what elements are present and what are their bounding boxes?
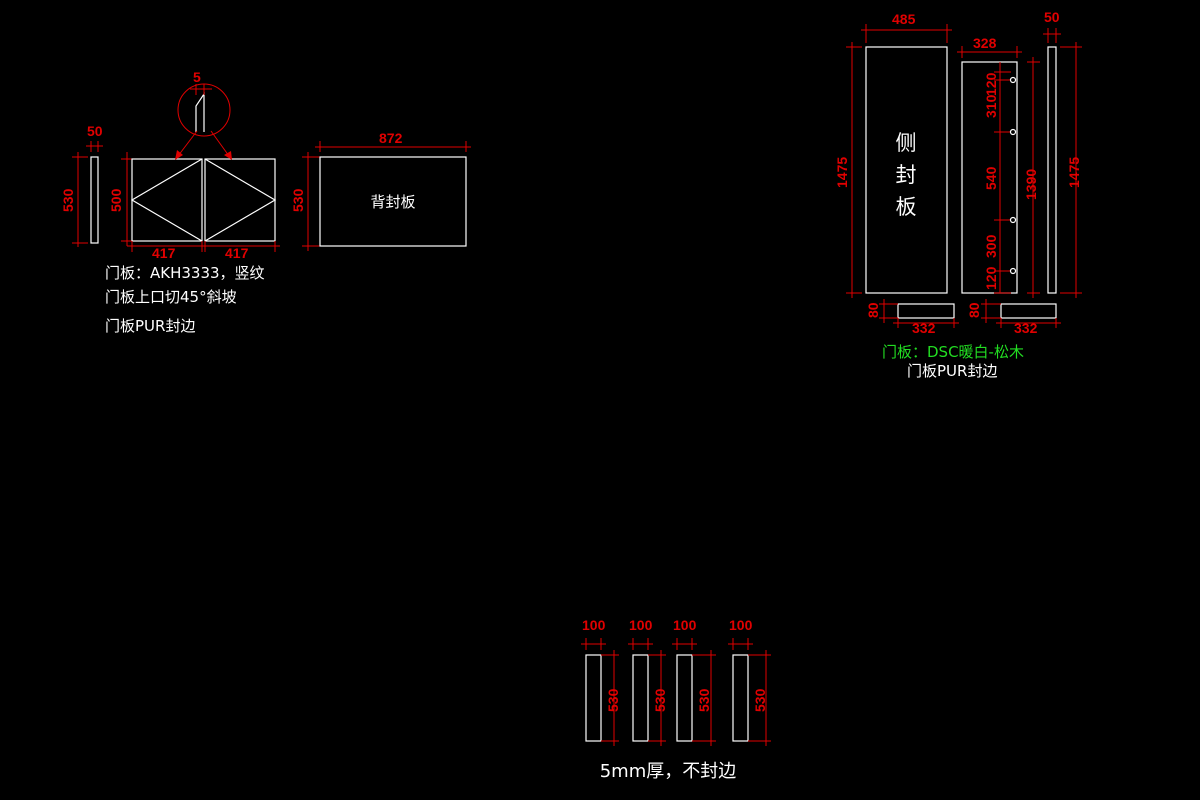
hinge-hole [1009,128,1017,136]
side-panel [865,46,948,294]
side-strip-left [90,156,99,244]
strip-3 [676,654,693,742]
dim-485: 485 [892,11,916,27]
dim-540: 540 [983,166,999,190]
bevel-profile [195,92,205,132]
dim-1475-right: 1475 [1066,157,1082,188]
dim-530-back: 530 [290,188,306,212]
strip-3-height: 530 [696,688,712,712]
dim-872: 872 [379,130,403,146]
bottom-group: 100 530 100 530 100 530 100 530 [581,617,771,782]
dim-1390: 1390 [1023,169,1039,200]
side-panel-label-1: 侧 [896,131,917,155]
thin-side-strip [1047,46,1057,294]
dim-500: 500 [108,188,124,212]
side-panel-label-3: 板 [896,195,917,219]
bottom-strip-2 [1000,303,1057,319]
dim-50-right: 50 [1044,9,1060,25]
dim-310: 310 [983,94,999,118]
strip-1-height: 530 [605,688,621,712]
dim-80-b: 80 [966,302,982,318]
strip-2-height: 530 [652,688,668,712]
strip-4 [732,654,749,742]
dim-80-a: 80 [865,302,881,318]
middle-panel [961,61,1018,294]
dim-417-a: 417 [152,245,176,261]
dim-50-left: 50 [87,123,103,139]
dim-417-b: 417 [225,245,249,261]
note-door-material-right: 门板：DSC暖白-松木 [882,343,1024,361]
dim-332-a: 332 [912,320,936,336]
dim-332-b: 332 [1014,320,1038,336]
door-panel-1 [131,158,203,242]
bottom-strip-1 [897,303,955,319]
hinge-hole [1009,216,1017,224]
note-edge-banding: 门板PUR封边 [105,317,195,335]
door-panel-1-opening [130,158,203,242]
door-panel-2 [204,158,276,242]
hinge-hole [1009,267,1017,275]
dim-5: 5 [193,69,201,85]
back-panel-label: 背封板 [370,193,415,211]
strip-2 [632,654,649,742]
dim-300: 300 [983,234,999,258]
hinge-hole [1009,76,1017,84]
right-group: 侧 封 板 485 1475 328 120 310 540 300 [834,9,1082,380]
left-group: 50 530 500 417 417 5 [60,69,471,335]
side-panel-label-2: 封 [896,163,917,187]
strip-3-width: 100 [673,617,697,633]
dim-120-bottom: 120 [983,266,999,290]
note-door-material: 门板：AKH3333，竖纹 [105,264,265,282]
note-edge-banding-right: 门板PUR封边 [907,362,997,380]
leader-arrow-2 [210,130,230,157]
dim-120-top: 120 [983,72,999,96]
dim-328: 328 [973,35,997,51]
strip-note: 5mm厚，不封边 [600,761,737,782]
leader-arrow-1 [177,130,198,157]
strip-1-width: 100 [582,617,606,633]
strip-4-width: 100 [729,617,753,633]
strip-1 [585,654,602,742]
dim-530-left: 530 [60,188,76,212]
dim-1475-left: 1475 [834,157,850,188]
strip-4-height: 530 [752,688,768,712]
back-panel [319,156,467,247]
door-panel-2-opening [204,158,277,242]
strip-2-width: 100 [629,617,653,633]
note-door-bevel: 门板上口切45°斜坡 [105,288,237,306]
